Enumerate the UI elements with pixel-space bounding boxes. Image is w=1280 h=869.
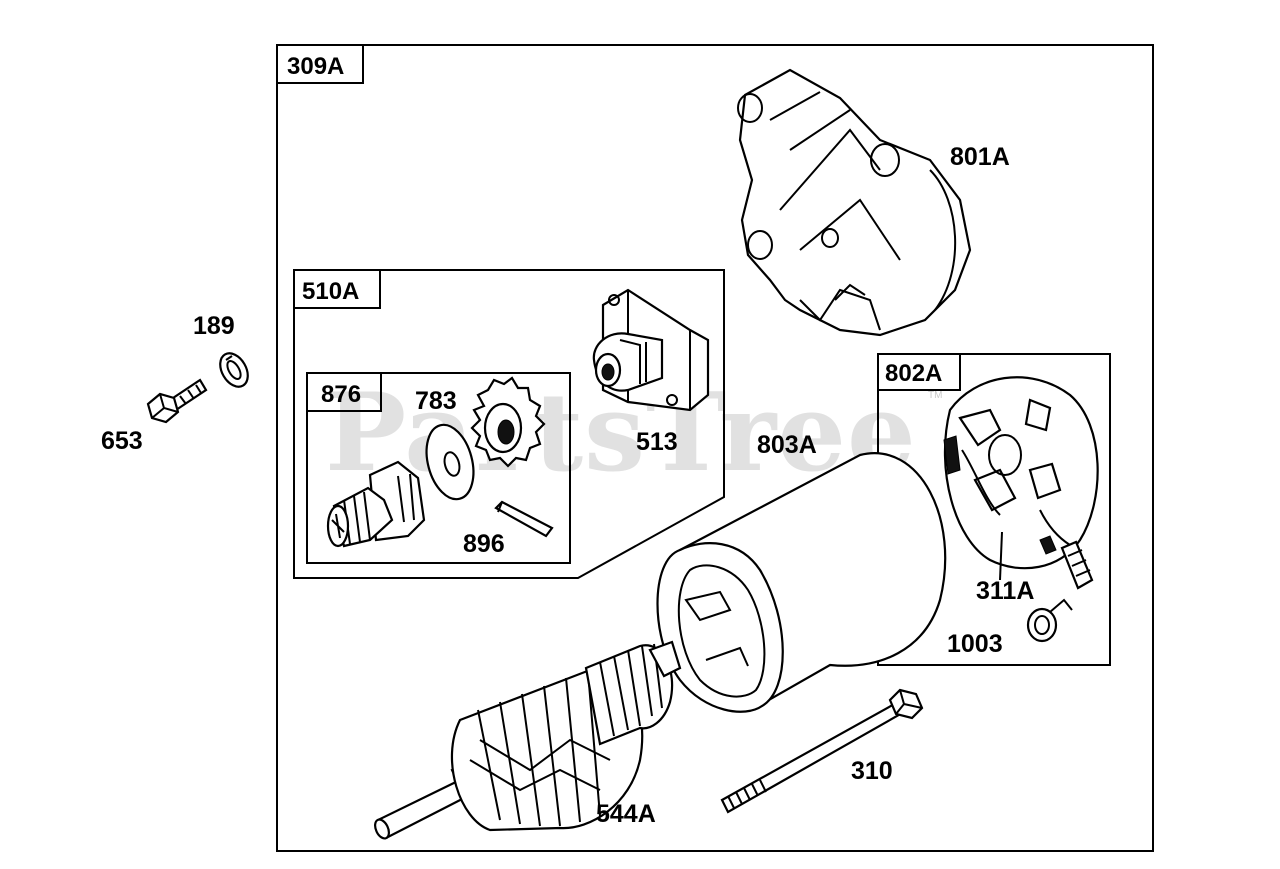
label-189[interactable]: 189 (193, 312, 235, 340)
label-896[interactable]: 896 (463, 530, 505, 558)
clutch-label-box-876 (306, 372, 382, 412)
label-801a[interactable]: 801A (950, 143, 1010, 171)
brush-plate-802a-drawing (943, 376, 1099, 590)
pin-896-drawing (494, 500, 554, 538)
label-544a[interactable]: 544A (596, 800, 656, 828)
leader-line-311a (999, 531, 1003, 581)
label-803a[interactable]: 803A (757, 431, 817, 459)
assembly-label-box-309a (276, 44, 364, 84)
label-309a[interactable]: 309A (287, 53, 344, 80)
field-housing-803a-drawing (656, 452, 947, 713)
watermark-trademark: TM (928, 390, 942, 401)
label-653[interactable]: 653 (101, 427, 143, 455)
end-cap-801a-drawing (737, 68, 972, 337)
assembly-frame-309a (276, 44, 1154, 852)
label-876[interactable]: 876 (321, 381, 361, 408)
drive-housing-513-drawing (592, 288, 710, 412)
label-510a[interactable]: 510A (302, 278, 359, 305)
through-bolt-310-drawing (720, 688, 924, 814)
label-783[interactable]: 783 (415, 387, 457, 415)
drive-label-box-510a (293, 269, 381, 309)
bolt-653-drawing (146, 378, 208, 424)
pinion-gear-783-drawing (470, 376, 546, 468)
label-802a[interactable]: 802A (885, 360, 942, 387)
clutch-876-drawing (326, 460, 426, 548)
drive-assembly-frame-510a (293, 269, 725, 579)
label-513[interactable]: 513 (636, 428, 678, 456)
label-310[interactable]: 310 (851, 757, 893, 785)
label-311a[interactable]: 311A (976, 577, 1034, 605)
brush-label-box-802a (877, 353, 961, 391)
spring-1003-drawing (1026, 598, 1073, 643)
label-1003[interactable]: 1003 (947, 630, 1003, 658)
lock-washer-189-drawing (219, 352, 249, 388)
thrust-washer-drawing (425, 423, 475, 501)
armature-544a-drawing (374, 640, 682, 840)
clutch-frame-876 (306, 372, 571, 564)
